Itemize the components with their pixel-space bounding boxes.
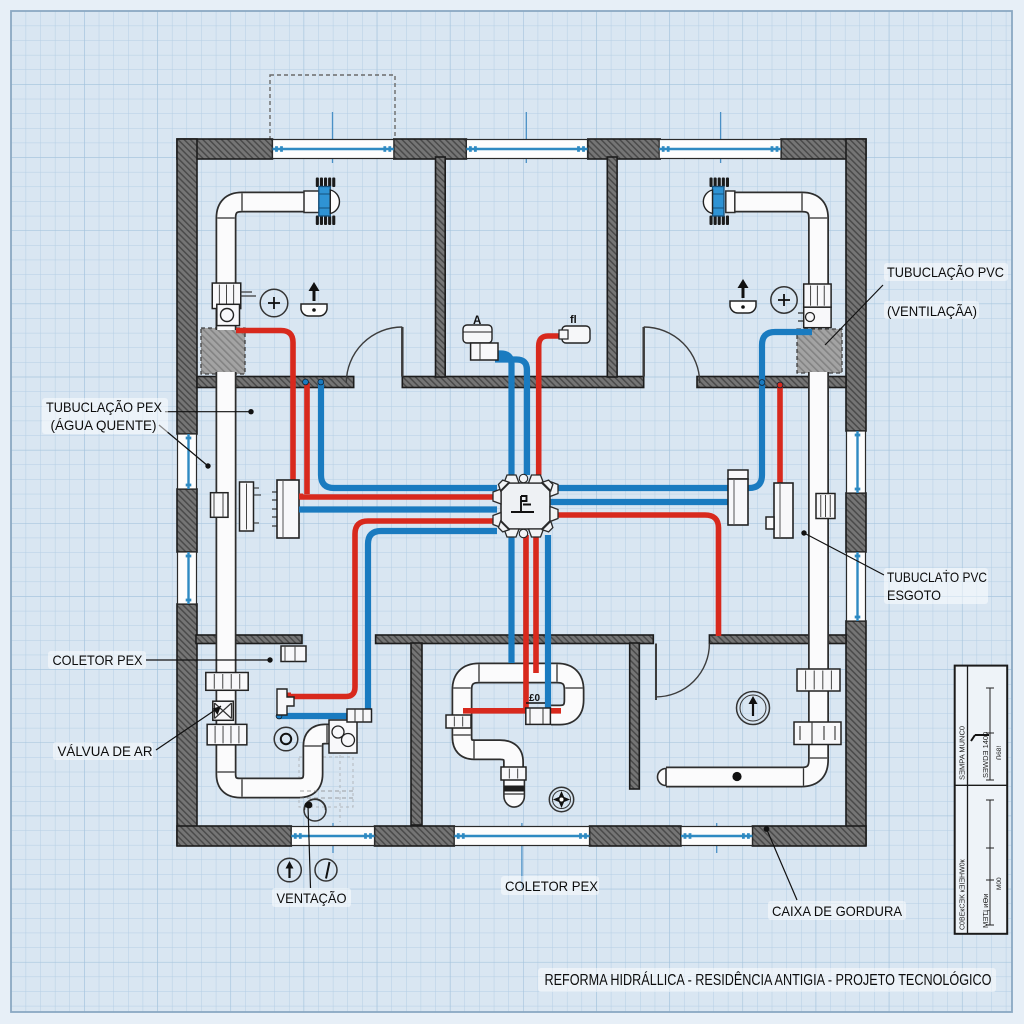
svg-text:TUBUCLAÇÃO PVC: TUBUCLAÇÃO PVC — [887, 264, 1004, 280]
svg-text:TUBUCLAÇÃO PEX: TUBUCLAÇÃO PEX — [46, 399, 163, 415]
svg-text:(ÁGUA QUENTE): (ÁGUA QUENTE) — [51, 417, 157, 433]
svg-text:VENTAÇÃO: VENTAÇÃO — [277, 890, 347, 906]
svg-text:MƎҴ иӨи: MƎҴ иӨи — [981, 894, 990, 929]
svg-text:C0BEкCƎK кƎIƎHW0к: C0BEкCƎK кƎIƎHW0к — [960, 858, 967, 930]
svg-text:SƎWDƎ 1400: SƎWDƎ 1400 — [981, 732, 990, 778]
svg-text:M00: M00 — [996, 877, 1003, 890]
svg-text:VÁLVUA DE AR: VÁLVUA DE AR — [58, 743, 153, 759]
svg-text:A: A — [473, 315, 481, 327]
svg-text:COLETOR PEX: COLETOR PEX — [53, 652, 144, 668]
svg-text:Ռ68!: Ռ68! — [995, 746, 1003, 760]
svg-text:REFORMA HIDRÁLLICA - RESIDÊNCI: REFORMA HIDRÁLLICA - RESIDÊNCIA ANTIGIA … — [545, 972, 992, 989]
svg-text:CAIXA DE GORDURA: CAIXA DE GORDURA — [772, 903, 903, 919]
svg-text:£0: £0 — [529, 693, 541, 704]
svg-text:COLETOR PEX: COLETOR PEX — [505, 878, 599, 894]
svg-text:SƎMPA MUNC0: SƎMPA MUNC0 — [958, 726, 967, 780]
svg-text:TUBUCLAṪO PVC: TUBUCLAṪO PVC — [887, 568, 987, 585]
svg-text:(VENTILAÇÃA): (VENTILAÇÃA) — [887, 303, 977, 319]
svg-text:fl: fl — [570, 314, 577, 326]
svg-text:ESGOTO: ESGOTO — [887, 587, 941, 603]
